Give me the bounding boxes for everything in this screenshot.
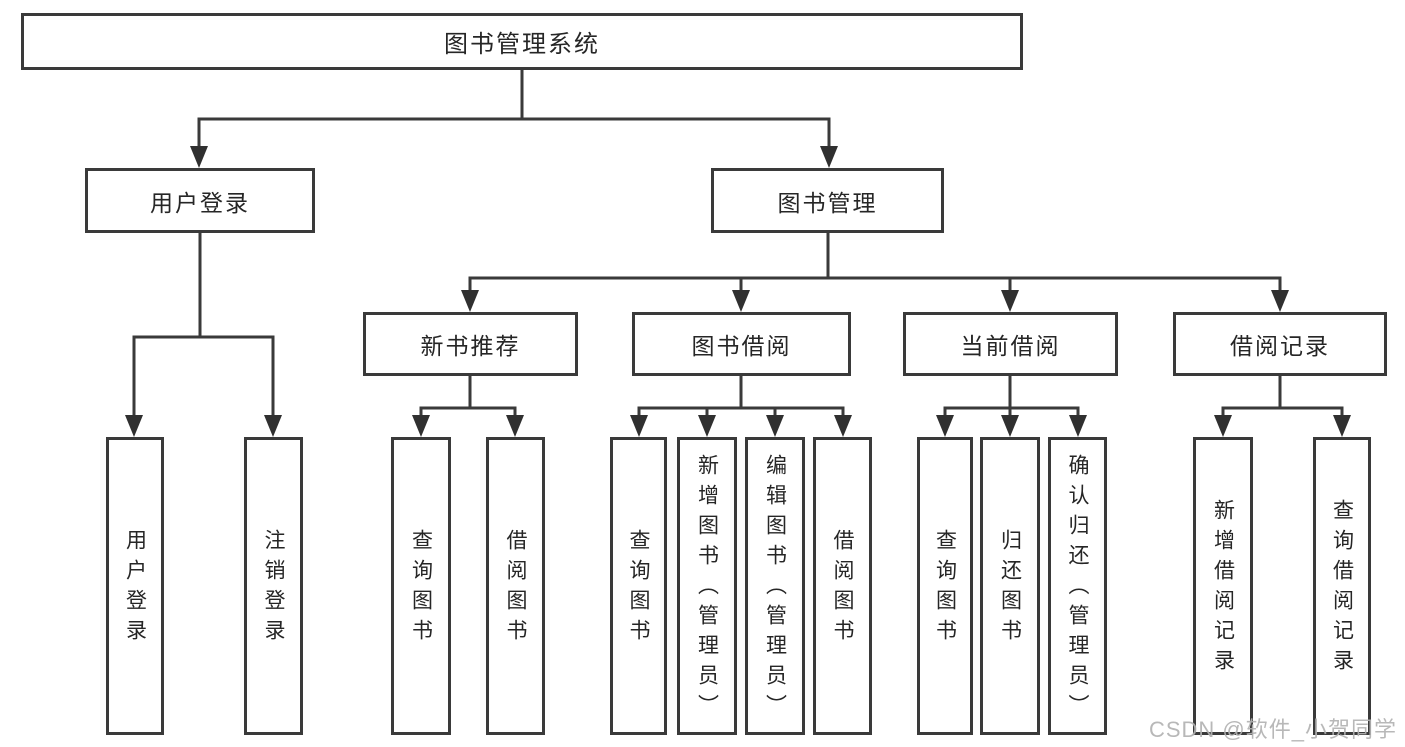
leaf-cb-query-books: 查询图书 bbox=[917, 437, 973, 735]
arrow-down-icon bbox=[264, 415, 282, 437]
arrow-down-icon bbox=[1001, 415, 1019, 437]
leaf-bb-query-books: 查询图书 bbox=[610, 437, 667, 735]
node-book-borrowing: 图书借阅 bbox=[632, 312, 851, 376]
leaf-cb-confirm-return-admin: 确认归还（管理员） bbox=[1048, 437, 1107, 735]
arrow-down-icon bbox=[936, 415, 954, 437]
node-new-book-recommendation: 新书推荐 bbox=[363, 312, 578, 376]
arrow-down-icon bbox=[698, 415, 716, 437]
csdn-watermark: CSDN @软件_小贺同学 bbox=[1148, 717, 1397, 742]
node-user-login: 用户登录 bbox=[85, 168, 315, 233]
leaf-user-login: 用户登录 bbox=[106, 437, 164, 735]
leaf-nb-borrow-books: 借阅图书 bbox=[486, 437, 545, 735]
node-root-system: 图书管理系统 bbox=[21, 13, 1023, 70]
leaf-bb-add-books-admin: 新增图书（管理员） bbox=[677, 437, 737, 735]
node-borrowing-records: 借阅记录 bbox=[1173, 312, 1387, 376]
arrow-down-icon bbox=[1333, 415, 1351, 437]
arrow-down-icon bbox=[1214, 415, 1232, 437]
leaf-br-query-record: 查询借阅记录 bbox=[1313, 437, 1371, 735]
leaf-bb-borrow-books: 借阅图书 bbox=[813, 437, 872, 735]
arrow-down-icon bbox=[1271, 290, 1289, 312]
arrowheads bbox=[125, 146, 1351, 437]
arrow-down-icon bbox=[190, 146, 208, 168]
arrow-down-icon bbox=[630, 415, 648, 437]
arrow-down-icon bbox=[412, 415, 430, 437]
arrow-down-icon bbox=[820, 146, 838, 168]
leaf-logout: 注销登录 bbox=[244, 437, 303, 735]
arrow-down-icon bbox=[766, 415, 784, 437]
arrow-down-icon bbox=[732, 290, 750, 312]
node-current-borrowing: 当前借阅 bbox=[903, 312, 1118, 376]
leaf-cb-return-books: 归还图书 bbox=[980, 437, 1040, 735]
leaf-br-add-record: 新增借阅记录 bbox=[1193, 437, 1253, 735]
arrow-down-icon bbox=[1069, 415, 1087, 437]
arrow-down-icon bbox=[125, 415, 143, 437]
leaf-nb-query-books: 查询图书 bbox=[391, 437, 451, 735]
arrow-down-icon bbox=[834, 415, 852, 437]
arrow-down-icon bbox=[1001, 290, 1019, 312]
leaf-bb-edit-books-admin: 编辑图书（管理员） bbox=[745, 437, 805, 735]
arrow-down-icon bbox=[506, 415, 524, 437]
node-book-management: 图书管理 bbox=[711, 168, 944, 233]
arrow-down-icon bbox=[461, 290, 479, 312]
